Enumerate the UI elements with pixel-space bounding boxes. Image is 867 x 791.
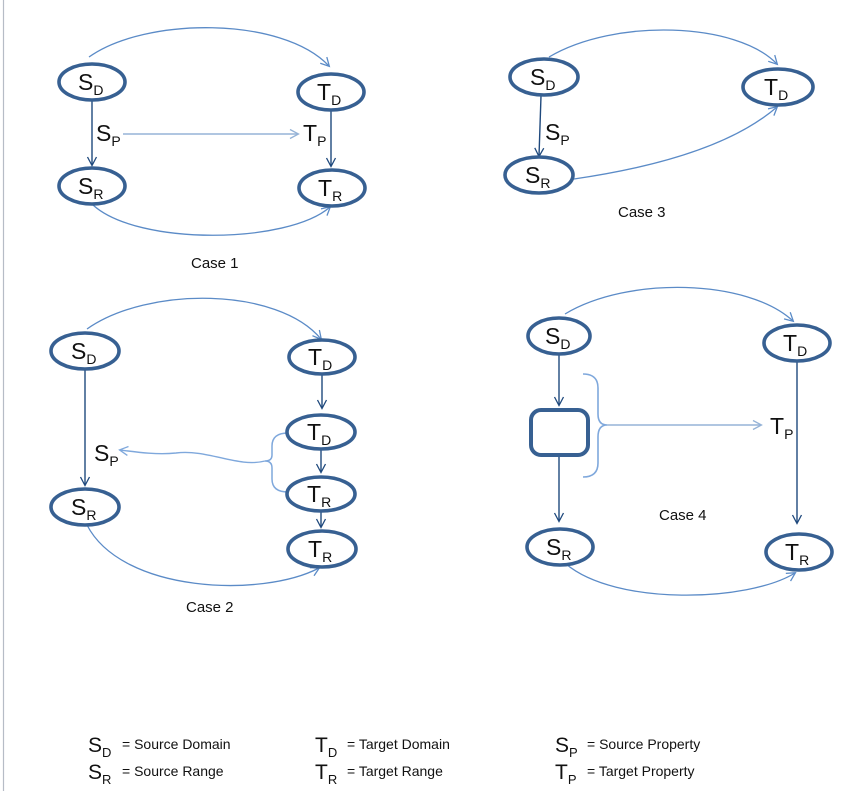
- case2-group: SD TD TD TR TR SR SP Case 2: [49, 297, 358, 616]
- case2-target-domain-ellipse-1: [287, 338, 357, 376]
- case2-source-domain-label: SD: [71, 338, 96, 367]
- case2-target-domain-label-2: TD: [307, 419, 331, 448]
- case1-target-domain-ellipse: [296, 72, 366, 112]
- case4-anonymous-node-box: [529, 408, 590, 457]
- case2-range-mapping-arc: [86, 524, 321, 587]
- legend-symbol-target-range: TR: [315, 761, 337, 787]
- case3-source-domain-ellipse: [508, 57, 580, 97]
- case3-source-domain-label: SD: [530, 64, 555, 93]
- case4-domain-mapping-arc: [564, 286, 795, 323]
- case2-source-range-label: SR: [71, 494, 96, 523]
- legend-text-target-property: = Target Property: [587, 763, 695, 779]
- legend-text-target-range: = Target Range: [347, 763, 443, 779]
- case1-source-domain-label: SD: [78, 69, 103, 98]
- case4-source-range-ellipse: [525, 527, 595, 567]
- case1-domain-mapping-arc: [88, 27, 331, 68]
- case4-target-domain-label: TD: [783, 330, 807, 359]
- case2-target-range-ellipse-2: [286, 529, 358, 569]
- case2-grouping-bracket: [264, 432, 289, 493]
- legend-text-source-domain: = Source Domain: [122, 736, 231, 752]
- case2-caption: Case 2: [186, 599, 234, 616]
- case3-source-range-ellipse: [503, 155, 575, 195]
- case4-caption: Case 4: [659, 507, 707, 524]
- legend-symbol-target-property: TP: [555, 761, 577, 787]
- case1-target-property-label: TP: [303, 120, 326, 149]
- case4-target-domain-ellipse: [762, 323, 832, 363]
- case2-target-range-label-1: TR: [307, 481, 331, 510]
- case1-target-domain-label: TD: [317, 79, 341, 108]
- case3-target-domain-label: TD: [764, 74, 788, 103]
- case4-group: SD TD SR TR TP Case 4: [525, 286, 834, 596]
- case3-domain-mapping-arc: [548, 29, 779, 66]
- case2-source-property-label: SP: [94, 440, 119, 469]
- case2-target-domain-ellipse-2: [285, 413, 357, 451]
- case3-caption: Case 3: [618, 204, 666, 221]
- case2-domain-mapping-arc: [86, 297, 323, 341]
- case1-source-range-label: SR: [78, 173, 103, 202]
- case2-target-range-ellipse-1: [285, 475, 357, 513]
- case1-target-range-label: TR: [318, 175, 342, 204]
- case2-target-range-label-2: TR: [308, 536, 332, 565]
- case1-source-property-label: SP: [96, 120, 121, 149]
- case1-source-domain-ellipse: [57, 62, 127, 102]
- legend-symbol-source-range: SR: [88, 761, 111, 787]
- case1-group: SD TD SR TR SP TP Case 1: [57, 27, 367, 272]
- case4-target-range-label: TR: [785, 539, 809, 568]
- case2-group-to-property-arrow: [118, 445, 266, 464]
- case1-source-range-ellipse: [57, 166, 127, 206]
- case4-source-domain-ellipse: [526, 316, 592, 356]
- case4-target-range-ellipse: [764, 532, 834, 572]
- case3-target-domain-ellipse: [741, 67, 815, 107]
- case1-caption: Case 1: [191, 255, 239, 272]
- legend-symbol-target-domain: TD: [315, 734, 337, 760]
- case2-source-domain-ellipse: [49, 331, 121, 371]
- case4-source-domain-label: SD: [545, 323, 570, 352]
- case1-range-mapping-arc: [92, 204, 332, 236]
- case3-group: SD TD SR SP Case 3: [503, 29, 815, 221]
- case2-source-range-ellipse: [49, 487, 121, 527]
- case3-source-range-label: SR: [525, 162, 550, 191]
- case1-target-range-ellipse: [297, 168, 367, 208]
- legend-symbol-source-property: SP: [555, 734, 578, 760]
- legend-symbol-source-domain: SD: [88, 734, 111, 760]
- case3-range-to-domain-arc: [573, 105, 779, 180]
- case3-source-property-label: SP: [545, 119, 570, 148]
- legend-text-source-property: = Source Property: [587, 736, 700, 752]
- case3-source-property-arrow: [534, 95, 545, 158]
- case4-range-mapping-arc: [565, 563, 797, 596]
- case4-source-range-label: SR: [546, 534, 571, 563]
- legend-text-source-range: = Source Range: [122, 763, 224, 779]
- case4-target-property-label: TP: [770, 413, 793, 442]
- case2-target-domain-label-1: TD: [308, 344, 332, 373]
- legend-text-target-domain: = Target Domain: [347, 736, 450, 752]
- legend-group: SD = Source Domain TD = Target Domain SP…: [88, 734, 700, 787]
